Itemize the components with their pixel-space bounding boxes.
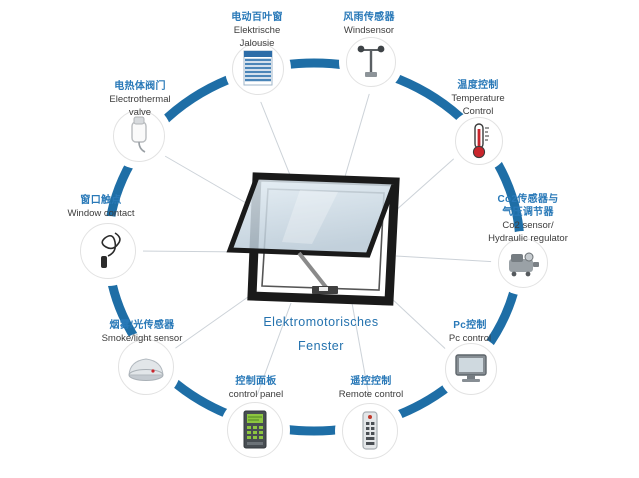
node-electric-jalousie xyxy=(232,43,284,95)
cable-icon xyxy=(101,232,121,268)
center-title-line1: Elektromotorisches xyxy=(263,315,379,329)
remote-icon xyxy=(362,411,378,450)
monitor-icon xyxy=(455,354,487,382)
thermometer-icon xyxy=(472,123,489,159)
node-smoke-light-sensor xyxy=(118,339,174,395)
node-wind-sensor xyxy=(346,37,396,87)
center-title-line2: Fenster xyxy=(298,339,344,353)
node-window-contact xyxy=(80,223,136,279)
node-temperature-control xyxy=(455,117,503,165)
jalousie-icon xyxy=(243,50,273,86)
node-electrothermal-valve xyxy=(113,110,165,162)
node-pc-control xyxy=(445,343,497,395)
regulator-icon xyxy=(509,252,539,277)
control-panel-icon xyxy=(243,410,267,449)
window-illustration xyxy=(226,172,400,306)
node-remote-control xyxy=(342,403,398,459)
connector-lines xyxy=(135,87,499,403)
valve-icon xyxy=(131,116,147,153)
node-co2-sensor xyxy=(498,238,548,288)
windsensor-icon xyxy=(357,45,385,77)
smoke-detector-icon xyxy=(128,358,164,381)
node-control-panel xyxy=(227,402,283,458)
